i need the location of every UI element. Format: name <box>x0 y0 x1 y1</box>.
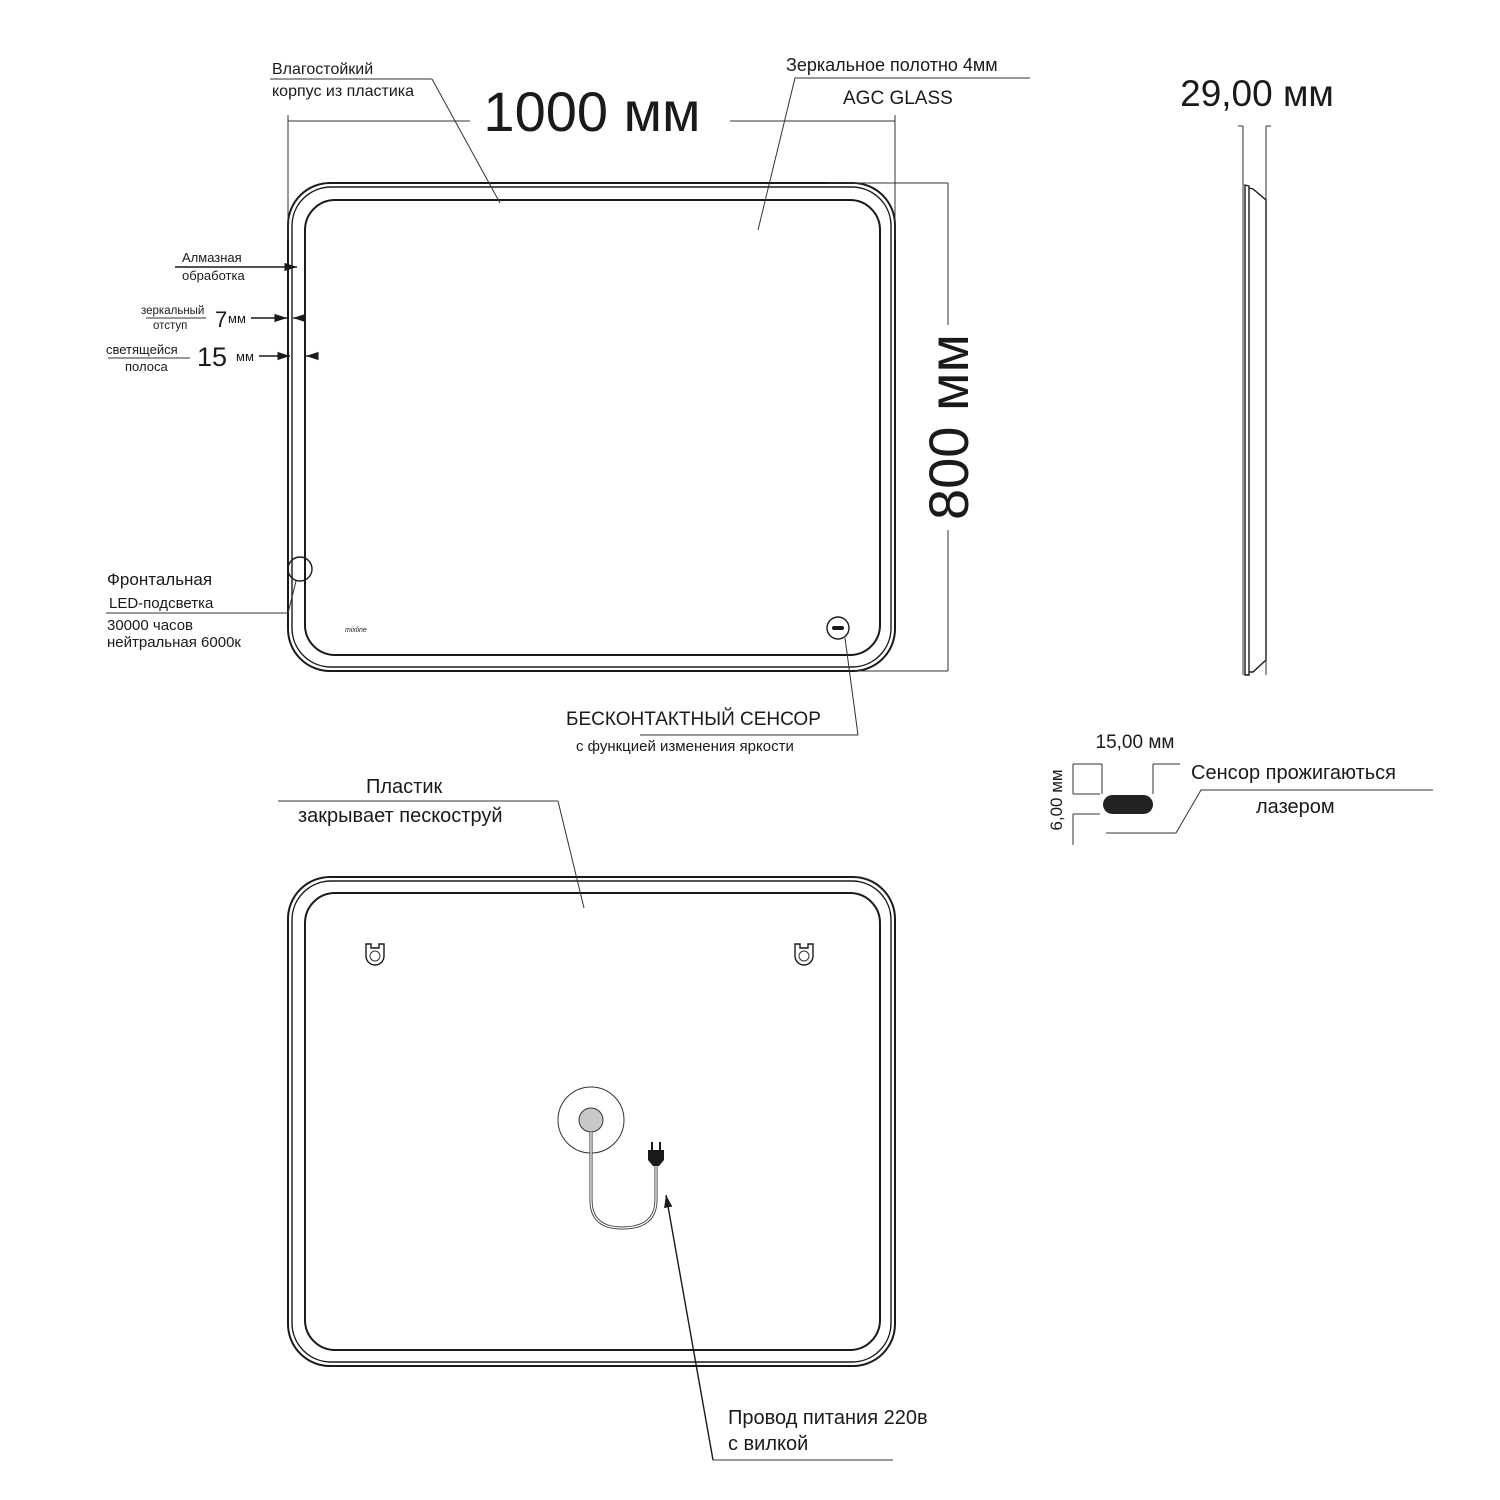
touch-sensor-circle <box>826 616 850 640</box>
height-label: 800 мм <box>917 334 980 520</box>
sensor-label-1: БЕСКОНТАКТНЫЙ СЕНСОР <box>566 708 821 730</box>
offset-label-1: зеркальный <box>141 305 204 317</box>
plastic-label-1: Пластик <box>366 776 443 798</box>
back-outer-frame <box>287 876 896 1367</box>
led-label-2: LED-подсветка <box>109 595 214 612</box>
led-label-3: 30000 часов <box>107 617 193 634</box>
sensor-note-1: Сенсор прожигаються <box>1191 762 1396 784</box>
depth-label: 29,00 мм <box>1180 73 1334 114</box>
glass-label-1: Зеркальное полотно 4мм <box>786 55 998 75</box>
offset-label-2: отступ <box>153 320 187 332</box>
plastic-label-2: закрывает пескоструй <box>298 805 503 827</box>
sensor-shape <box>1103 795 1153 814</box>
led-label-4: нейтральная 6000к <box>107 634 241 651</box>
width-dimension: 1000 мм <box>287 80 896 240</box>
strip-label-1: светящейся <box>106 342 178 357</box>
led-highlight-circle <box>287 556 313 582</box>
sensor-note-2: лазером <box>1256 796 1335 818</box>
front-outer-frame <box>287 182 896 672</box>
back-inner-frame <box>304 892 881 1351</box>
strip-value: 15 <box>197 342 227 372</box>
front-outer-frame-inner-line <box>291 186 892 668</box>
offset-unit: мм <box>228 311 246 326</box>
sensor-width-label: 15,00 мм <box>1096 732 1175 753</box>
housing-label-2: корпус из пластика <box>272 83 414 100</box>
cable-callout: Провод питания 220в с вилкой <box>664 1194 928 1461</box>
sensor-detail: 15,00 мм 6,00 мм Сенсор прожигаються лаз… <box>1047 732 1433 845</box>
mixline-logo: mixline <box>345 627 367 634</box>
housing-label-1: Влагостойкий <box>272 61 373 78</box>
cable-label-2: с вилкой <box>728 1433 808 1455</box>
back-view <box>287 876 896 1367</box>
glass-callout: Зеркальное полотно 4мм AGC GLASS <box>757 55 1030 231</box>
diamond-edge-callout: Алмазная обработка <box>175 250 297 283</box>
power-plug-icon <box>648 1142 664 1166</box>
offset-value: 7 <box>215 307 227 332</box>
housing-callout: Влагостойкий корпус из пластика <box>270 61 501 204</box>
front-mirror-edge <box>304 199 881 656</box>
front-view: mixline <box>287 182 896 672</box>
sensor-callout: БЕСКОНТАКТНЫЙ СЕНСОР с функцией изменени… <box>566 637 859 755</box>
power-unit-core <box>578 1107 604 1133</box>
glass-label-2: AGC GLASS <box>843 88 953 109</box>
mirror-offset-callout: зеркальный отступ 7 мм <box>141 305 306 332</box>
sensor-height-label: 6,00 мм <box>1047 769 1066 830</box>
plastic-callout: Пластик закрывает пескоструй <box>278 776 585 909</box>
height-dimension: 800 мм <box>828 182 980 672</box>
led-label-1: Фронтальная <box>107 570 212 589</box>
cable-label-1: Провод питания 220в <box>728 1407 928 1429</box>
strip-label-2: полоса <box>125 359 168 374</box>
width-label: 1000 мм <box>483 80 700 143</box>
side-view: 29,00 мм <box>1180 73 1334 676</box>
diamond-label-1: Алмазная <box>182 250 242 265</box>
sensor-label-2: с функцией изменения яркости <box>576 738 794 755</box>
led-callout: Фронтальная LED-подсветка 30000 часов не… <box>106 570 297 651</box>
diamond-label-2: обработка <box>182 268 245 283</box>
hanging-hook-left <box>365 943 385 966</box>
strip-unit: мм <box>236 349 254 364</box>
hanging-hook-right <box>794 943 814 966</box>
touch-sensor-icon <box>832 626 844 630</box>
glow-strip-callout: светящейся полоса 15 мм <box>106 342 319 374</box>
